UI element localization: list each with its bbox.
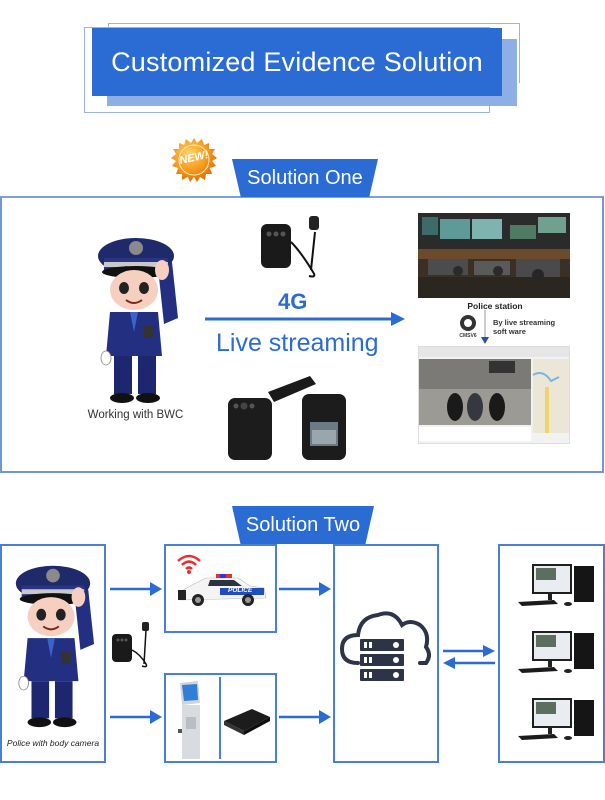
cloud-server-icon (338, 603, 434, 692)
desktop-pc-image (508, 560, 598, 615)
bidirectional-arrows (443, 645, 495, 674)
software-down-arrow (481, 310, 489, 349)
wifi-icon (176, 553, 202, 580)
arrow-right-icon (205, 312, 405, 326)
page-title: Customized Evidence Solution (92, 28, 502, 96)
arrow-to-car (110, 582, 162, 601)
solution-one-frame (0, 196, 604, 473)
arrow-to-kiosk (110, 710, 162, 729)
tab-solution-two: Solution Two (232, 506, 374, 544)
desktop-pc-image (508, 627, 598, 682)
live-streaming-software-screenshot (418, 346, 570, 444)
cmsv6-logo (457, 314, 479, 337)
arrow-down-icon (481, 310, 489, 344)
cloud-server-box (333, 544, 439, 763)
police-car-image: POLICE (176, 572, 268, 613)
new-starburst-icon (171, 138, 217, 182)
cmsv6-logo-icon (460, 315, 476, 331)
officer-caption: Working with BWC (87, 409, 184, 421)
kiosk-box-divider (219, 677, 221, 759)
live-streaming-label: Live streaming (216, 329, 379, 357)
officer-caption-2: Police with body camera (6, 738, 100, 748)
police-car-text: POLICE (228, 587, 253, 594)
police-officer-illustration-2 (6, 556, 100, 732)
evidence-kiosk-image (176, 681, 206, 766)
arrow-car-to-cloud (279, 582, 331, 601)
police-station-photo (418, 213, 570, 298)
new-badge: NEW! (171, 137, 217, 183)
desktop-pc-image (508, 694, 598, 749)
live-stream-arrow (205, 311, 405, 332)
arrow-right-icon (279, 710, 331, 724)
arrow-right-icon (279, 582, 331, 596)
software-caption-line1: By live streaming (493, 318, 556, 327)
network-label: 4G (278, 289, 308, 314)
arrow-kiosk-to-cloud (279, 710, 331, 729)
body-cameras-image (220, 372, 350, 469)
arrow-left-icon (443, 657, 495, 669)
police-station-caption: Police station (467, 301, 523, 311)
arrow-right-icon (110, 582, 162, 596)
cmsv6-logo-text: CMSV6 (459, 333, 477, 339)
arrow-right-icon (443, 645, 495, 657)
software-caption-line2: soft ware (493, 327, 526, 336)
body-camera-with-mic-image (255, 212, 335, 287)
software-caption: By live streaming soft ware (493, 318, 555, 336)
arrow-right-icon (110, 710, 162, 724)
police-officer-illustration (88, 228, 184, 408)
tab-solution-one: Solution One (232, 159, 378, 197)
body-camera-small-image (110, 620, 154, 675)
docking-station-image (222, 705, 272, 740)
